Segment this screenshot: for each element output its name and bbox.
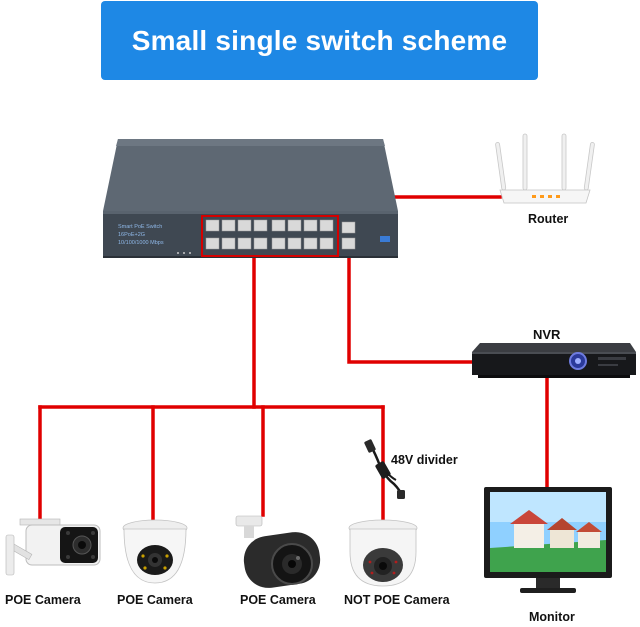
- nvr-device: [472, 343, 636, 378]
- camera-label-4: NOT POE Camera: [344, 593, 450, 607]
- switch-brand-line-1: Smart PoE Switch: [118, 224, 162, 230]
- divider-label: 48V divider: [391, 453, 458, 467]
- camera-label-1: POE Camera: [5, 593, 81, 607]
- switch-brand-line-2: 16PoE+2G: [118, 232, 145, 238]
- diagram-title: Small single switch scheme: [131, 24, 508, 56]
- title-banner: Small single switch scheme: [101, 1, 538, 80]
- router-label: Router: [528, 212, 569, 226]
- poe-camera-1: [5, 518, 101, 576]
- camera-label-2: POE Camera: [117, 593, 193, 607]
- switch-ports: [205, 219, 334, 250]
- monitor-device: [484, 487, 612, 593]
- poe-camera-2: [122, 519, 188, 584]
- camera-label-3: POE Camera: [240, 593, 316, 607]
- divider-device: [364, 439, 405, 499]
- cable-switch-nvr: [347, 248, 474, 364]
- switch-brand-line-3: 10/100/1000 Mbps: [118, 240, 164, 246]
- poe-camera-3: [235, 515, 321, 588]
- poe-switch: Smart PoE Switch 16PoE+2G 10/100/1000 Mb…: [103, 139, 398, 258]
- nvr-label: NVR: [533, 327, 561, 342]
- not-poe-camera: [348, 519, 418, 587]
- monitor-label: Monitor: [529, 610, 575, 624]
- switch-uplink-ports: [341, 221, 356, 250]
- router-device: [495, 133, 595, 204]
